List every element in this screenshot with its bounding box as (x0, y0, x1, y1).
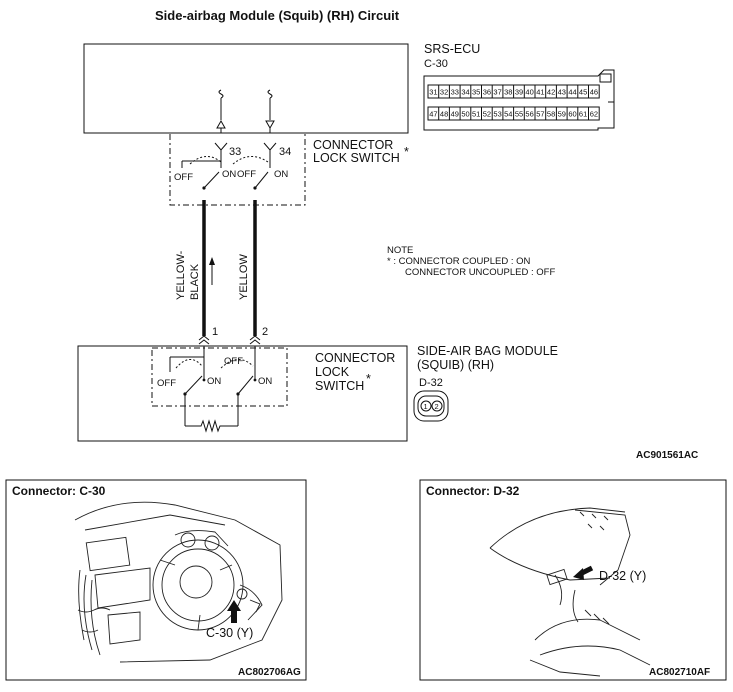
ecu-pin-62: 62 (590, 110, 598, 119)
wire-left-color-1: YELLOW- (175, 250, 187, 300)
ecu-connector-face (423, 69, 615, 131)
signal-direction-arrow (209, 257, 215, 285)
ecu-pin-43: 43 (558, 88, 566, 97)
ecu-pin-32: 32 (440, 88, 448, 97)
srs-ecu-box (83, 43, 409, 134)
ecu-terminal-34: 34 (279, 146, 291, 158)
panel-c30-title: Connector: C-30 (12, 484, 106, 498)
ecu-pin-52: 52 (483, 110, 491, 119)
module-name-2: (SQUIB) (RH) (417, 358, 494, 372)
ecu-pin-51: 51 (472, 110, 480, 119)
wire-left-color-2: BLACK (189, 263, 201, 300)
ecu-pin-59: 59 (558, 110, 566, 119)
note-line-1: * : CONNECTOR COUPLED : ON (387, 256, 531, 267)
ecu-pin-34: 34 (461, 88, 469, 97)
ecu-switch-on-left: ON (222, 169, 236, 180)
module-pin-1: 1 (424, 402, 428, 411)
d32-arrow (573, 565, 594, 580)
panel-d32 (419, 479, 727, 681)
module-pin-2: 2 (435, 402, 439, 411)
wire-right-color: YELLOW (238, 254, 250, 300)
module-name-1: SIDE-AIR BAG MODULE (417, 344, 558, 358)
ecu-pin-57: 57 (536, 110, 544, 119)
module-connector-id: D-32 (419, 377, 443, 389)
panel-c30-code: AC802706AG (238, 667, 301, 678)
ecu-switch-off-right: OFF (237, 169, 256, 180)
ecu-pin-37: 37 (493, 88, 501, 97)
ecu-pin-53: 53 (493, 110, 501, 119)
ecu-pin-56: 56 (525, 110, 533, 119)
ecu-pin-54: 54 (504, 110, 512, 119)
ecu-terminal-33: 33 (229, 146, 241, 158)
ecu-pin-41: 41 (536, 88, 544, 97)
ecu-pin-33: 33 (451, 88, 459, 97)
module-lock-label-2: LOCK (315, 365, 350, 379)
ecu-internal-terminals (216, 89, 275, 133)
ecu-pin-44: 44 (568, 88, 576, 97)
note-line-2: CONNECTOR UNCOUPLED : OFF (405, 267, 555, 278)
seat-illustration (489, 507, 651, 677)
module-connector-chevrons (198, 335, 261, 345)
panel-c30-callout: C-30 (Y) (206, 626, 253, 640)
module-lock-label-3: SWITCH (315, 379, 364, 393)
panel-c30 (5, 479, 307, 681)
ecu-pin-35: 35 (472, 88, 480, 97)
panel-d32-code: AC802710AF (649, 667, 710, 678)
wire-pin-2: 2 (262, 326, 268, 338)
module-connector-face: 1 2 (413, 390, 449, 422)
ecu-pin-61: 61 (579, 110, 587, 119)
ecu-pin-39: 39 (515, 88, 523, 97)
ecu-pin-55: 55 (515, 110, 523, 119)
note-heading: NOTE (387, 245, 413, 256)
ecu-pin-38: 38 (504, 88, 512, 97)
ecu-pin-36: 36 (483, 88, 491, 97)
ecu-pin-50: 50 (461, 110, 469, 119)
ecu-connector-id: C-30 (424, 58, 448, 70)
ecu-switch-off-left: OFF (174, 172, 193, 183)
ecu-lock-switch-label-2: LOCK SWITCH (313, 151, 400, 165)
ecu-lock-switch-region (169, 134, 306, 206)
c30-arrow (227, 600, 241, 623)
figure-code: AC901561AC (636, 450, 698, 461)
module-switch-on-left: ON (207, 376, 221, 387)
dashboard-illustration (74, 501, 283, 663)
ecu-pin-48: 48 (440, 110, 448, 119)
panel-d32-title: Connector: D-32 (426, 484, 520, 498)
ecu-pin-40: 40 (525, 88, 533, 97)
module-switch-off-left: OFF (157, 378, 176, 389)
ecu-pin-46: 46 (590, 88, 598, 97)
module-switch-on-right: ON (258, 376, 272, 387)
diagram-title: Side-airbag Module (Squib) (RH) Circuit (155, 8, 400, 23)
ecu-pin-58: 58 (547, 110, 555, 119)
ecu-pin-49: 49 (451, 110, 459, 119)
ecu-pin-42: 42 (547, 88, 555, 97)
ecu-name: SRS-ECU (424, 42, 480, 56)
ecu-pin-31: 31 (429, 88, 437, 97)
ecu-lock-switch-label-1: CONNECTOR (313, 138, 393, 152)
module-switch-off-upper: OFF (224, 356, 243, 367)
ecu-pin-45: 45 (579, 88, 587, 97)
ecu-lock-switch: 33 34 OFF ON OFF ON (174, 142, 291, 190)
module-box (77, 345, 408, 442)
ecu-switch-on-right: ON (274, 169, 288, 180)
panel-d32-callout: D-32 (Y) (599, 569, 646, 583)
module-lock-label-1: CONNECTOR (315, 351, 395, 365)
ecu-pin-60: 60 (568, 110, 576, 119)
ecu-pin-47: 47 (429, 110, 437, 119)
module-lock-star: * (366, 372, 371, 386)
module-lock-switch-region (151, 347, 288, 407)
module-lock-switch: OFF OFF ON ON (157, 346, 272, 433)
wire-pin-1: 1 (212, 326, 218, 338)
ecu-lock-switch-star: * (404, 145, 409, 159)
